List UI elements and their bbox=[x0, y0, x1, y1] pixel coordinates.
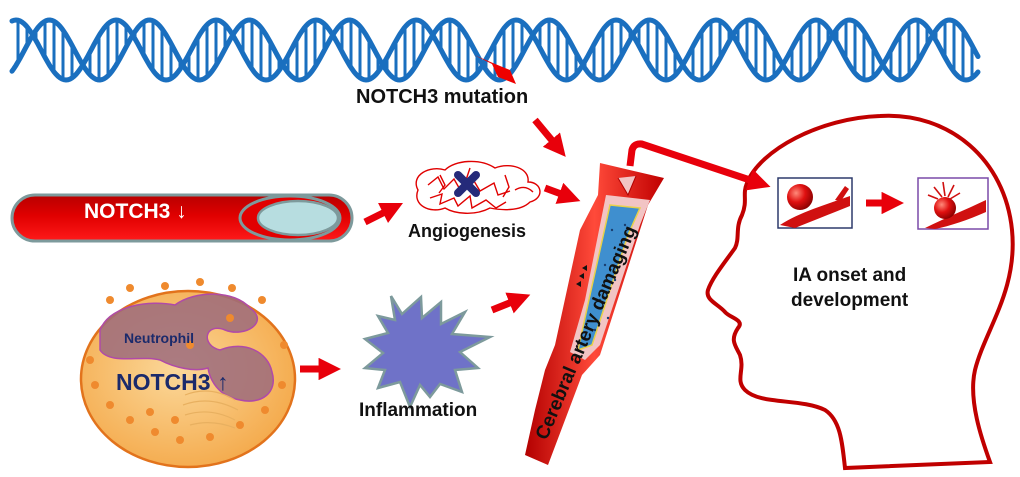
arrow-angiogenesis-to-artery bbox=[543, 182, 581, 204]
dna-double-helix-icon bbox=[9, 17, 981, 83]
arrow-inflammation-to-artery bbox=[490, 292, 531, 314]
ruptured-aneurysm-icon bbox=[917, 177, 989, 230]
arrow-vessel-to-angiogenesis bbox=[363, 202, 404, 226]
arrow-mutation-to-artery bbox=[532, 117, 566, 157]
head-profile-icon bbox=[705, 113, 1015, 471]
inflammation-label: Inflammation bbox=[359, 400, 478, 421]
x-block-icon bbox=[454, 171, 480, 197]
angiogenesis-label: Angiogenesis bbox=[408, 221, 527, 241]
aneurysm-icon bbox=[777, 177, 853, 229]
notch3-down-label: NOTCH3 ↓ bbox=[84, 200, 187, 223]
neutrophil-label: Neutrophil bbox=[124, 330, 194, 346]
ia-onset-label: IA onset and development bbox=[791, 265, 909, 311]
starburst-icon bbox=[361, 294, 495, 411]
mutation-label: NOTCH3 mutation bbox=[356, 86, 529, 108]
flow-arrows bbox=[300, 117, 904, 381]
arrow-artery-to-head bbox=[626, 140, 771, 191]
mutation-bowtie-icon bbox=[474, 55, 516, 84]
capillary-network-icon bbox=[415, 160, 541, 214]
blood-vessel-tube-icon bbox=[10, 193, 354, 243]
cerebral-artery-icon bbox=[525, 163, 664, 465]
neutrophil-cell-icon bbox=[79, 278, 297, 469]
notch3-up-label: NOTCH3 ↑ bbox=[116, 369, 229, 395]
